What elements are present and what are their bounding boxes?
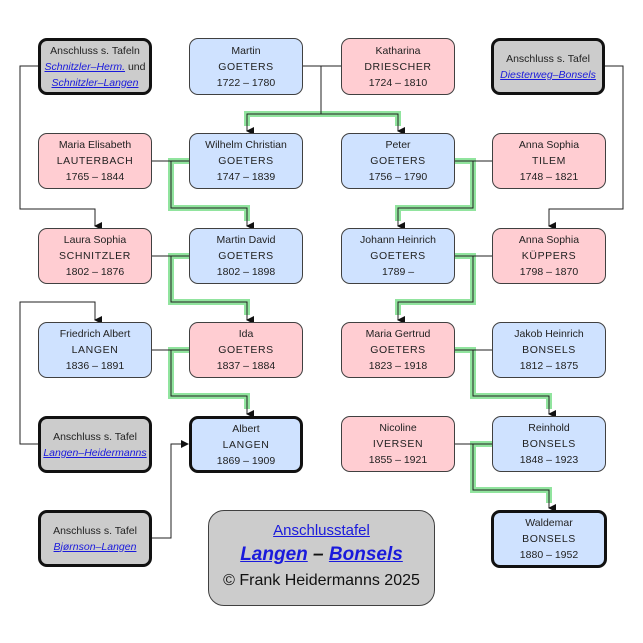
- person-laura-sophia-schnitzler: Laura Sophia SCHNITZLER 1802 – 1876: [38, 228, 152, 284]
- life-dates: 1756 – 1790: [368, 171, 428, 183]
- given-name: Martin David: [216, 234, 276, 246]
- given-name: Peter: [385, 139, 411, 151]
- given-name: Waldemar: [525, 517, 573, 529]
- person-wilhelm-christian-goeters: Wilhelm Christian GOETERS 1747 – 1839: [189, 133, 303, 189]
- person-anna-sophia-kuppers: Anna Sophia KÜPPERS 1798 – 1870: [492, 228, 606, 284]
- person-jakob-heinrich-bonsels: Jakob Heinrich BONSELS 1812 – 1875: [492, 322, 606, 378]
- reference-prefix: Anschluss s. Tafel: [506, 52, 590, 65]
- life-dates: 1869 – 1909: [216, 454, 276, 467]
- life-dates: 1848 – 1923: [519, 454, 579, 466]
- legend-box: Anschlusstafel Langen – Bonsels © Frank …: [208, 510, 435, 606]
- given-name: Johann Heinrich: [360, 234, 436, 246]
- life-dates: 1724 – 1810: [368, 76, 428, 89]
- surname: BONSELS: [522, 533, 576, 545]
- given-name: Laura Sophia: [63, 234, 127, 246]
- surname: GOETERS: [218, 344, 274, 356]
- given-name: Wilhelm Christian: [205, 139, 287, 151]
- given-name: Maria Elisabeth: [58, 139, 132, 151]
- surname: LANGEN: [71, 344, 119, 356]
- life-dates: 1747 – 1839: [216, 171, 276, 183]
- life-dates: 1802 – 1898: [216, 266, 276, 278]
- surname: GOETERS: [370, 344, 426, 356]
- legend-heading-link[interactable]: Anschlusstafel: [273, 522, 370, 539]
- life-dates: 1880 – 1952: [519, 549, 579, 561]
- surname: GOETERS: [218, 60, 274, 73]
- given-name: Albert: [232, 422, 260, 435]
- given-name: Martin: [231, 44, 261, 57]
- person-ida-goeters: Ida GOETERS 1837 – 1884: [189, 322, 303, 378]
- person-waldemar-bonsels: Waldemar BONSELS 1880 – 1952: [491, 510, 607, 568]
- life-dates: 1789 –: [381, 266, 415, 278]
- link-schnitzler-herm[interactable]: Schnitzler–Herm.: [44, 60, 126, 73]
- person-martin-david-goeters: Martin David GOETERS 1802 – 1898: [189, 228, 303, 284]
- reference-joiner: und: [127, 60, 146, 73]
- surname: BONSELS: [522, 438, 576, 450]
- life-dates: 1823 – 1918: [368, 360, 428, 372]
- person-friedrich-albert-langen: Friedrich Albert LANGEN 1836 – 1891: [38, 322, 152, 378]
- link-diesterweg-bonsels[interactable]: Diesterweg–Bonsels: [500, 68, 596, 81]
- given-name: Nicoline: [379, 422, 417, 434]
- person-maria-elisabeth-lauterbach: Maria Elisabeth LAUTERBACH 1765 – 1844: [38, 133, 152, 189]
- surname: SCHNITZLER: [59, 250, 131, 262]
- legend-link-langen[interactable]: Langen: [240, 544, 308, 565]
- person-reinhold-bonsels: Reinhold BONSELS 1848 – 1923: [492, 416, 606, 472]
- given-name: Anna Sophia: [518, 139, 580, 151]
- life-dates: 1748 – 1821: [519, 171, 579, 183]
- given-name: Katharina: [375, 44, 421, 57]
- legend-copyright: © Frank Heidermanns 2025: [223, 572, 420, 589]
- life-dates: 1812 – 1875: [519, 360, 579, 372]
- surname: LAUTERBACH: [56, 155, 134, 167]
- surname: GOETERS: [370, 155, 426, 167]
- reference-box-schnitzler: Anschluss s. Tafeln Schnitzler–Herm. und…: [38, 38, 152, 95]
- life-dates: 1802 – 1876: [65, 266, 125, 278]
- given-name: Ida: [238, 328, 254, 340]
- legend-link-bonsels[interactable]: Bonsels: [328, 544, 403, 565]
- surname: GOETERS: [370, 250, 426, 262]
- person-martin-goeters: Martin GOETERS 1722 – 1780: [189, 38, 303, 95]
- link-schnitzler-langen[interactable]: Schnitzler–Langen: [51, 76, 139, 89]
- surname: TILEM: [532, 155, 566, 167]
- person-anna-sophia-tilem: Anna Sophia TILEM 1748 – 1821: [492, 133, 606, 189]
- given-name: Friedrich Albert: [59, 328, 131, 340]
- person-albert-langen: Albert LANGEN 1869 – 1909: [189, 416, 303, 473]
- life-dates: 1837 – 1884: [216, 360, 276, 372]
- reference-prefix: Anschluss s. Tafel: [53, 430, 137, 443]
- reference-prefix: Anschluss s. Tafeln: [50, 44, 140, 57]
- reference-box-diesterweg: Anschluss s. Tafel Diesterweg–Bonsels: [491, 38, 605, 95]
- reference-box-bjornson: Anschluss s. Tafel Bjørnson–Langen: [38, 510, 152, 567]
- given-name: Maria Gertrud: [365, 328, 431, 340]
- legend-dash: –: [313, 544, 324, 565]
- life-dates: 1722 – 1780: [216, 76, 276, 89]
- surname: GOETERS: [218, 155, 274, 167]
- given-name: Reinhold: [528, 422, 570, 434]
- surname: KÜPPERS: [521, 250, 577, 262]
- given-name: Jakob Heinrich: [514, 328, 584, 340]
- surname: BONSELS: [522, 344, 576, 356]
- reference-box-langen-heidermanns: Anschluss s. Tafel Langen–Heidermanns: [38, 416, 152, 473]
- reference-prefix: Anschluss s. Tafel: [53, 524, 137, 537]
- link-langen-heidermanns[interactable]: Langen–Heidermanns: [43, 446, 147, 459]
- person-johann-heinrich-goeters: Johann Heinrich GOETERS 1789 –: [341, 228, 455, 284]
- surname: IVERSEN: [372, 438, 424, 450]
- person-maria-gertrud-goeters: Maria Gertrud GOETERS 1823 – 1918: [341, 322, 455, 378]
- surname: GOETERS: [218, 250, 274, 262]
- life-dates: 1855 – 1921: [368, 454, 428, 466]
- life-dates: 1836 – 1891: [65, 360, 125, 372]
- link-bjornson-langen[interactable]: Bjørnson–Langen: [53, 540, 137, 553]
- surname: LANGEN: [222, 438, 270, 451]
- person-nicoline-iversen: Nicoline IVERSEN 1855 – 1921: [341, 416, 455, 472]
- given-name: Anna Sophia: [518, 234, 580, 246]
- person-katharina-driescher: Katharina DRIESCHER 1724 – 1810: [341, 38, 455, 95]
- person-peter-goeters: Peter GOETERS 1756 – 1790: [341, 133, 455, 189]
- family-lines: [19, 65, 624, 539]
- surname: DRIESCHER: [364, 60, 432, 73]
- life-dates: 1765 – 1844: [65, 171, 125, 183]
- life-dates: 1798 – 1870: [519, 266, 579, 278]
